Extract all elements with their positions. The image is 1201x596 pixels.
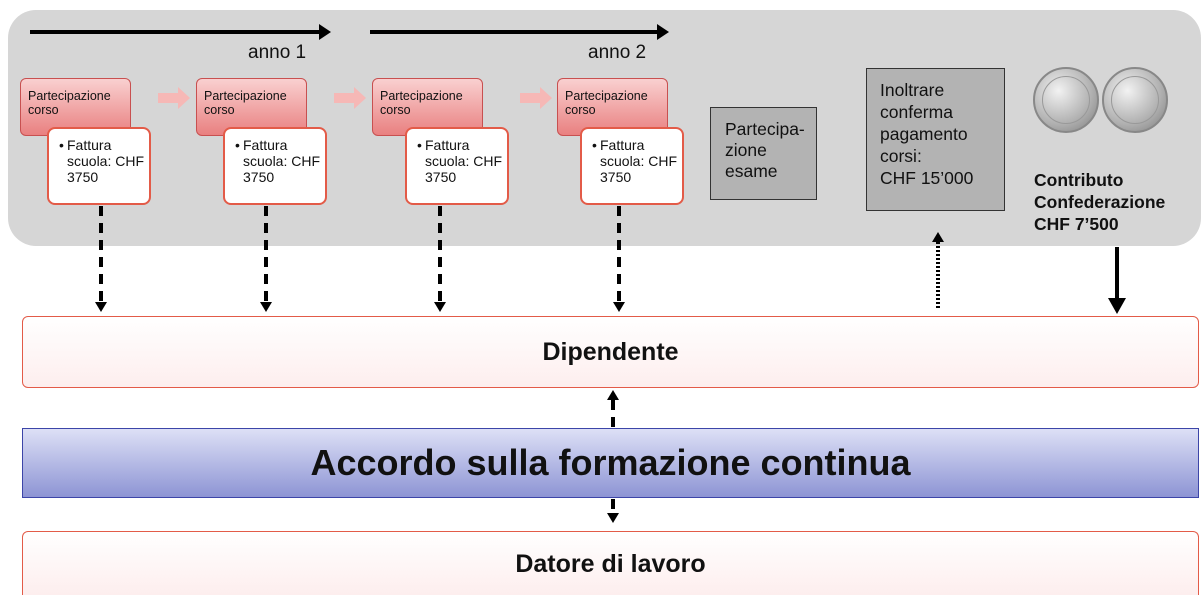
invoice-card-4: • Fattura scuola: CHF 3750 bbox=[580, 127, 684, 205]
agreement-bar: Accordo sulla formazione continua bbox=[22, 428, 1199, 498]
exam-line-2: zione bbox=[725, 140, 767, 160]
forward-line-3: pagamento bbox=[880, 124, 968, 144]
invoice-2-dashed-arrow bbox=[264, 206, 268, 302]
contribution-line-1: Contributo bbox=[1034, 170, 1124, 190]
arrow-down-icon bbox=[95, 302, 107, 312]
swiss-5-franc-coin-front-icon bbox=[1033, 67, 1099, 133]
exam-line-1: Partecipa- bbox=[725, 119, 805, 139]
arrow-down-icon bbox=[607, 513, 619, 523]
invoice-text: Fattura scuola: CHF 3750 bbox=[600, 137, 678, 185]
agreement-to-employee-arrow bbox=[611, 400, 615, 428]
arrow-up-icon bbox=[607, 390, 619, 400]
bullet-icon: • bbox=[592, 137, 597, 153]
bullet-icon: • bbox=[59, 137, 64, 153]
course-title: Partecipazione corso bbox=[380, 89, 463, 117]
arrow-down-icon bbox=[613, 302, 625, 312]
contribution-solid-arrow bbox=[1115, 247, 1119, 299]
bullet-icon: • bbox=[235, 137, 240, 153]
exam-line-3: esame bbox=[725, 161, 778, 181]
year2-label: anno 2 bbox=[588, 42, 647, 63]
forward-line-2: conferma bbox=[880, 102, 953, 122]
course-participation-3: Partecipazione corso bbox=[372, 78, 483, 136]
employee-label: Dipendente bbox=[542, 338, 679, 366]
federal-contribution-text: Contributo Confederazione CHF 7’500 bbox=[1034, 169, 1165, 235]
invoice-3-dashed-arrow bbox=[438, 206, 442, 302]
invoice-card-1: • Fattura scuola: CHF 3750 bbox=[47, 127, 151, 205]
employee-bar: Dipendente bbox=[22, 316, 1199, 388]
employer-label: Datore di lavoro bbox=[515, 550, 706, 578]
year1-label: anno 1 bbox=[248, 42, 307, 63]
arrow-down-icon bbox=[260, 302, 272, 312]
agreement-to-employer-arrow bbox=[611, 499, 615, 513]
contribution-line-3: CHF 7’500 bbox=[1034, 214, 1119, 234]
invoice-1-dashed-arrow bbox=[99, 206, 103, 302]
arrow-down-icon bbox=[434, 302, 446, 312]
forward-line-4: corsi: bbox=[880, 146, 922, 166]
course-participation-4: Partecipazione corso bbox=[557, 78, 668, 136]
course-title: Partecipazione corso bbox=[28, 89, 111, 117]
forward-line-1: Inoltrare bbox=[880, 80, 945, 100]
chevron-right-icon bbox=[520, 87, 552, 109]
course-participation-1: Partecipazione corso bbox=[20, 78, 131, 136]
invoice-text: Fattura scuola: CHF 3750 bbox=[67, 137, 145, 185]
invoice-card-3: • Fattura scuola: CHF 3750 bbox=[405, 127, 509, 205]
arrow-down-icon bbox=[1108, 298, 1126, 314]
year2-timeline-arrow bbox=[370, 24, 669, 40]
course-title: Partecipazione corso bbox=[204, 89, 287, 117]
invoice-4-dashed-arrow bbox=[617, 206, 621, 302]
invoice-text: Fattura scuola: CHF 3750 bbox=[425, 137, 503, 185]
arrow-up-icon bbox=[932, 232, 944, 242]
agreement-label: Accordo sulla formazione continua bbox=[310, 442, 911, 483]
forward-dotted-arrow bbox=[936, 242, 940, 308]
chevron-right-icon bbox=[158, 87, 190, 109]
year1-timeline-arrow bbox=[30, 24, 331, 40]
exam-participation-box: Partecipa- zione esame bbox=[710, 107, 817, 200]
swiss-5-franc-coin-back-icon bbox=[1102, 67, 1168, 133]
bullet-icon: • bbox=[417, 137, 422, 153]
course-title: Partecipazione corso bbox=[565, 89, 648, 117]
contribution-line-2: Confederazione bbox=[1034, 192, 1166, 212]
employer-bar: Datore di lavoro bbox=[22, 531, 1199, 595]
invoice-card-2: • Fattura scuola: CHF 3750 bbox=[223, 127, 327, 205]
invoice-text: Fattura scuola: CHF 3750 bbox=[243, 137, 321, 185]
forward-confirmation-box: Inoltrare conferma pagamento corsi: CHF … bbox=[866, 68, 1005, 211]
forward-line-5: CHF 15’000 bbox=[880, 168, 974, 188]
course-participation-2: Partecipazione corso bbox=[196, 78, 307, 136]
chevron-right-icon bbox=[334, 87, 366, 109]
